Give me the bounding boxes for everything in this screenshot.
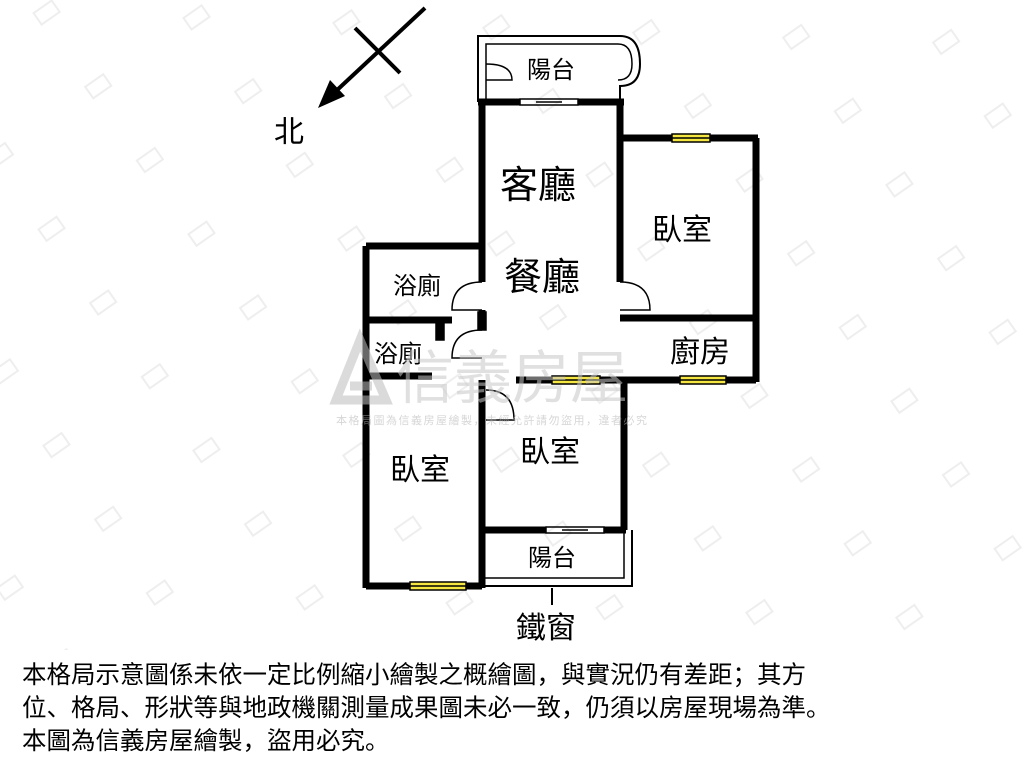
room-label-balcony-bottom: 陽台 [528,544,576,572]
disclaimer-line-1: 本格局示意圖係未依一定比例縮小繪製之概繪圖，與實況仍有差距；其方 [22,660,806,689]
room-label-bedroom-west: 臥室 [390,453,450,488]
balcony-door-swing [485,63,513,81]
balcony-top-outline [477,35,642,102]
room-label-kitchen: 廚房 [670,335,730,370]
sliding-doors [519,98,605,534]
room-label-bath-lower: 浴廁 [374,340,422,368]
room-label-balcony-top: 陽台 [527,56,575,84]
floor-plan: 北 [0,0,1024,650]
disclaimer-line-3: 本圖為信義房屋繪製，盜用必究。 [22,726,390,755]
watermark: 信義房屋 本格局圖為信義房屋繪製，未經允許請勿盜用，違者必究 [329,328,649,427]
background-watermark-pattern [0,0,1024,650]
disclaimer: 本格局示意圖係未依一定比例縮小繪製之概繪圖，與實況仍有差距；其方 位、格局、形狀… [22,658,1012,757]
room-label-bedroom-center: 臥室 [520,435,580,470]
north-arrow-icon [318,80,345,108]
watermark-logo-icon [329,328,393,405]
watermark-notice: 本格局圖為信義房屋繪製，未經允許請勿盜用，違者必究 [336,413,649,427]
disclaimer-line-2: 位、格局、形狀等與地政機關測量成果圖未必一致，仍須以房屋現場為準。 [22,693,831,722]
room-label-bedroom-east: 臥室 [652,213,712,248]
compass-north-label: 北 [274,115,304,150]
room-label-living: 客廳 [500,163,576,207]
balcony-bottom-outline [482,530,633,587]
compass: 北 [274,6,427,150]
watermark-brand: 信義房屋 [396,344,628,412]
room-label-dining: 餐廳 [504,255,580,299]
door-swings [435,281,651,421]
windows [409,133,727,591]
callout-iron-window: 鐵窗 [516,611,576,646]
room-label-bath-upper: 浴廁 [393,272,441,300]
